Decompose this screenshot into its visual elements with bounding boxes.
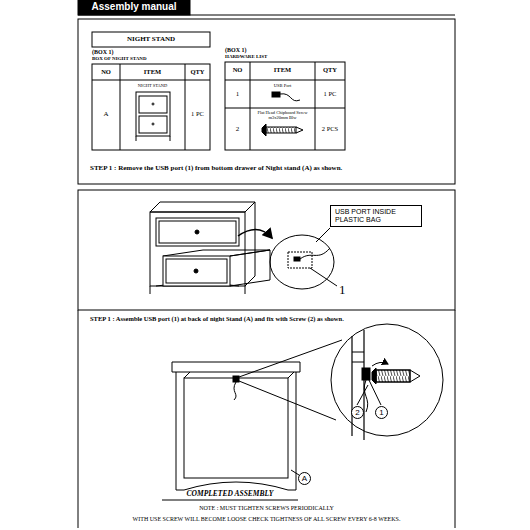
caption-text: COMPLETED ASSEMBLY <box>160 490 300 499</box>
callout-circle: 2 <box>351 406 364 419</box>
box-label: (BOX 1) <box>225 47 295 54</box>
note-text: NOTE : MUST TIGHTEN SCREWS PERIODICALLY <box>80 505 453 512</box>
callout-number: 1 <box>379 408 383 417</box>
column-head: ITEM <box>120 68 185 75</box>
column-head: QTY <box>315 66 345 73</box>
callout-text: USB PORT INSIDE PLASTIC BAG <box>335 208 417 224</box>
item-qty: 1 PC <box>185 110 210 117</box>
item-name: USB Port <box>250 83 315 88</box>
box-label: (BOX 1) <box>92 49 162 56</box>
column-head: ITEM <box>250 66 315 73</box>
callout-number: A <box>302 474 307 483</box>
table-header: NIGHT STAND <box>92 35 210 43</box>
item-letter: A <box>92 110 120 118</box>
box-label: BOX OF NIGHT STAND <box>92 56 192 62</box>
callout-box: USB PORT INSIDE PLASTIC BAG <box>330 205 422 227</box>
item-name: Flat Head Chipboard Screw m3x20mm Blw <box>252 110 313 120</box>
item-number: 2 <box>225 125 250 133</box>
box-label: HARDWARE LIST <box>225 54 325 60</box>
item-qty: 1 PC <box>315 90 345 97</box>
callout-circle: A <box>298 472 311 485</box>
item-name: NIGHT STAND <box>120 83 185 88</box>
note-text: WITH USE SCREW WILL BECOME LOOSE CHECK T… <box>80 516 453 523</box>
item-number: 1 <box>225 90 250 98</box>
item-qty: 2 PCS <box>315 125 345 132</box>
column-head: NO <box>92 68 120 75</box>
column-head: NO <box>225 66 250 73</box>
step-text: STEP 1 : Remove the USB port (1) from bo… <box>90 164 450 172</box>
callout-number: 1 <box>339 283 351 298</box>
callout-number: 2 <box>355 408 359 417</box>
manual-title: Assembly manual <box>80 1 188 13</box>
callout-circle: 1 <box>375 406 388 419</box>
column-head: QTY <box>185 68 210 75</box>
step-text: STEP 1 : Assemble USB port (1) at back o… <box>90 315 450 322</box>
